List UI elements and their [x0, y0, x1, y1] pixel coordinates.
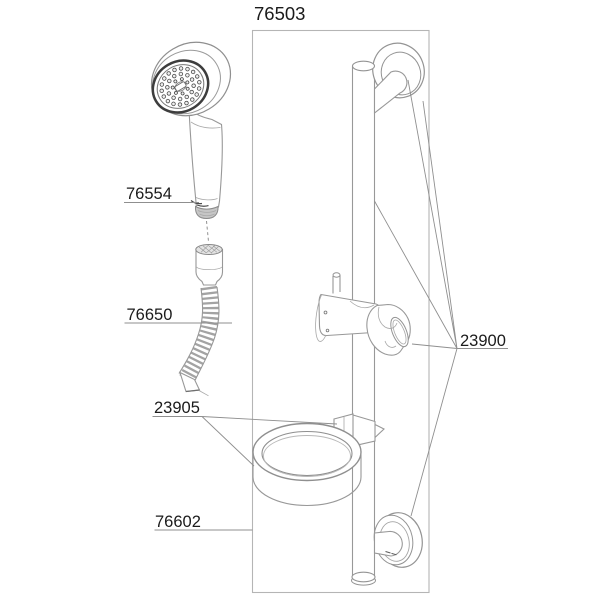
- nozzle-dot: [162, 76, 167, 81]
- nozzle-dot: [165, 85, 170, 90]
- nozzle-dot: [185, 66, 190, 72]
- nozzle-dot: [174, 90, 178, 95]
- nozzle-dot: [178, 66, 184, 71]
- nozzle-dot: [184, 100, 189, 106]
- nozzle-dot: [172, 67, 177, 73]
- soap-dish-ring-inner: [261, 430, 353, 477]
- nozzle-dot: [185, 86, 190, 91]
- nozzle-dots: [159, 66, 202, 107]
- nozzle-dot: [197, 80, 202, 85]
- nozzle-dot: [177, 102, 183, 107]
- nozzle-dot: [178, 71, 184, 77]
- nozzle-dot: [166, 71, 171, 76]
- shower-hose-drawing: [178, 285, 220, 397]
- spray-face-badge: [174, 81, 187, 92]
- soap-dish-drawing: [252, 413, 385, 507]
- spray-face-inner-ring: [156, 64, 205, 109]
- nozzle-dot: [170, 85, 175, 90]
- callout-set: 76503: [254, 3, 305, 24]
- nozzle-dot: [189, 89, 194, 95]
- assembly-dash-line: [206, 220, 209, 242]
- leader-lines: [124, 79, 508, 531]
- callout-soap-dish: 23905: [154, 399, 200, 417]
- nozzle-dot: [165, 98, 171, 104]
- brand-microtext: [385, 551, 397, 556]
- nozzle-dot: [161, 94, 166, 99]
- rail-bottom-cap: [351, 571, 376, 583]
- set-outline-box: [251, 29, 430, 594]
- nozzle-dot: [173, 79, 178, 84]
- nozzle-dot: [196, 86, 202, 91]
- nozzle-dot: [171, 95, 176, 100]
- hose-corrugation: [179, 285, 219, 383]
- hose-nut: [195, 248, 224, 286]
- hose-nut-top: [195, 244, 223, 255]
- hose-nut-hatch: [198, 244, 221, 254]
- callout-wall-bracket: 23900: [460, 332, 506, 350]
- nozzle-dot: [166, 91, 172, 96]
- nozzle-dot: [171, 101, 176, 107]
- nozzle-dot: [194, 92, 199, 97]
- nozzle-dot: [190, 69, 196, 75]
- nozzle-dot: [179, 77, 184, 82]
- nozzle-dot: [172, 73, 177, 79]
- holder-cone-mouth: [390, 316, 409, 348]
- callout-hand-shower: 76554: [126, 185, 172, 203]
- nozzle-dot: [195, 74, 200, 79]
- hose-connector-drawing: [195, 244, 224, 286]
- nozzle-dot: [167, 78, 172, 84]
- callout-shower-hose: 76650: [127, 306, 173, 324]
- nozzle-dot: [177, 96, 183, 102]
- nozzle-dot: [159, 82, 165, 87]
- leader-wall-bracket: [374, 79, 508, 517]
- callout-shower-rail: 76602: [155, 513, 201, 531]
- nozzle-dot: [190, 97, 195, 102]
- slider-holder-drawing: [315, 272, 411, 356]
- nozzle-dot: [184, 94, 189, 100]
- callout-labels: 76503 76554 76650 23905 76602 23900: [126, 3, 506, 531]
- top-bracket-arm: [373, 70, 408, 115]
- nozzle-dot: [185, 73, 190, 78]
- nozzle-dot: [180, 91, 185, 96]
- hand-shower-drawing: [150, 41, 232, 220]
- bottom-bracket-arm: [373, 530, 403, 557]
- nozzle-dot: [189, 77, 195, 82]
- handle-joint-marks: [190, 200, 209, 207]
- nozzle-dot: [185, 80, 190, 85]
- holder-pin: [332, 275, 341, 294]
- nozzle-dot: [159, 88, 164, 93]
- leader-soap-dish: [152, 416, 338, 467]
- holder-pin-cap: [332, 272, 341, 278]
- hand-shower-handle: [188, 107, 223, 211]
- nozzle-dot: [191, 83, 196, 88]
- rail-top-cap: [351, 60, 376, 72]
